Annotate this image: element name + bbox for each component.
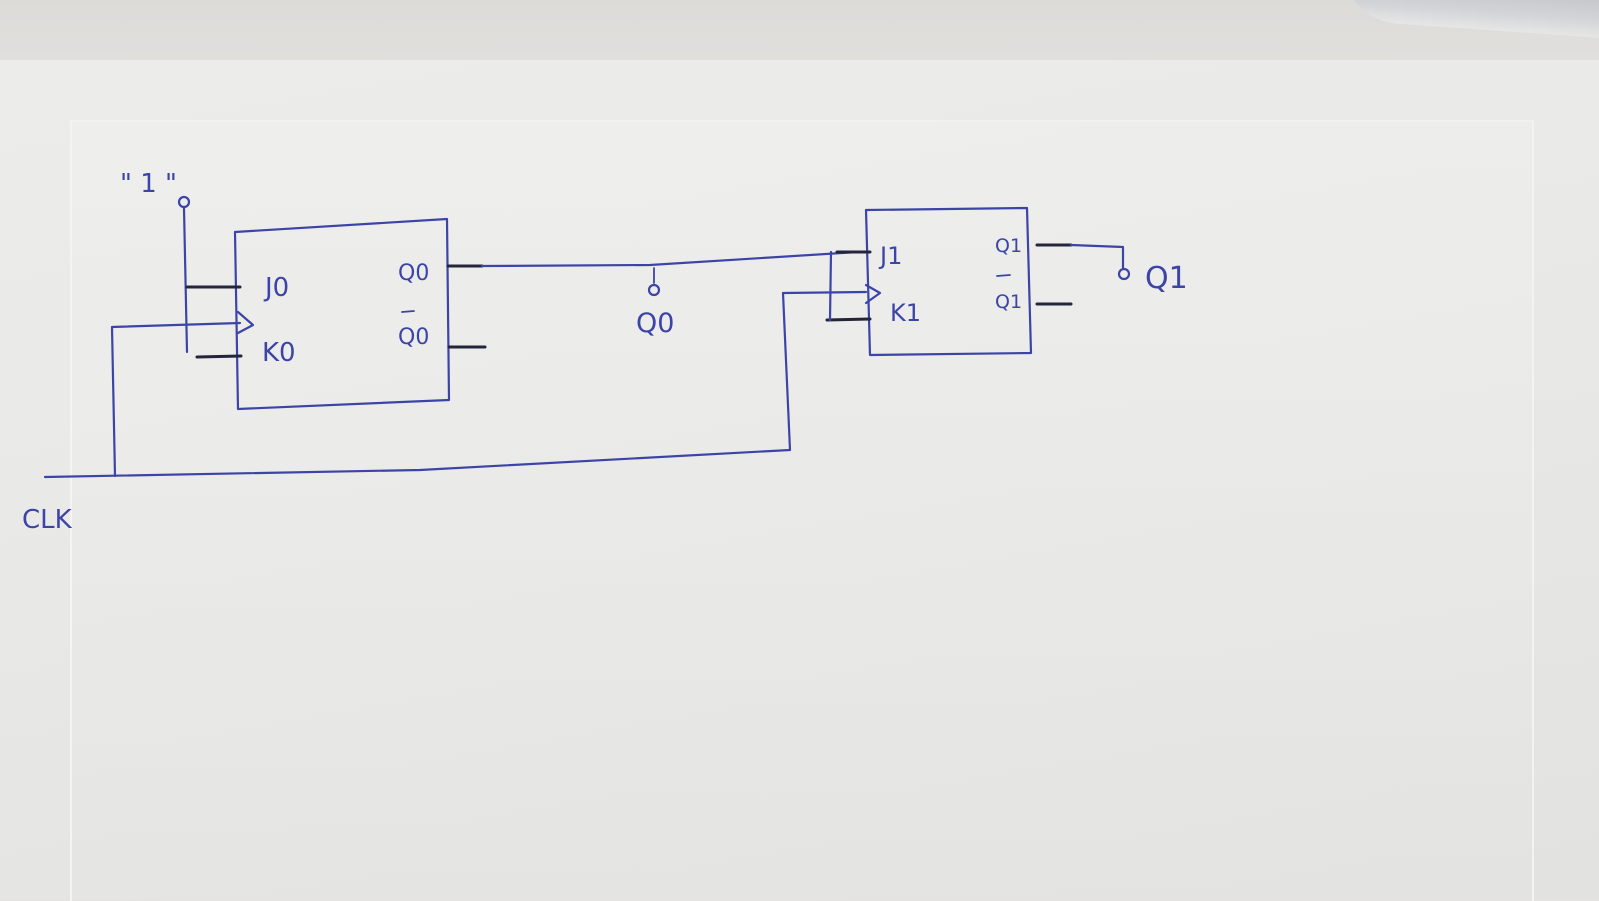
k1-pin <box>825 317 872 322</box>
k0-label: K0 <box>262 338 296 368</box>
j1-label: J1 <box>878 242 902 270</box>
q1-output-terminal <box>1117 267 1131 281</box>
constant-one-terminal <box>177 195 191 209</box>
constant-one-label: " 1 " <box>120 169 177 199</box>
q1-output-wire <box>1069 243 1125 270</box>
q0bar-overline <box>401 310 415 313</box>
flipflop-1-body <box>864 206 1033 357</box>
constant-one-wire <box>182 206 189 354</box>
q1bar-overline <box>996 274 1011 277</box>
q0-output-label: Q0 <box>636 308 674 339</box>
q0-label: Q0 <box>398 261 429 286</box>
k0-pin <box>195 354 243 359</box>
flipflop-0-body <box>233 217 451 411</box>
desk-background <box>0 0 1599 70</box>
underlying-sheet <box>70 120 1534 901</box>
q1-label: Q1 <box>995 235 1022 257</box>
flipflop-0: J0 K0 Q0 Q0 <box>185 217 487 411</box>
ff1-clock-triangle <box>864 283 882 305</box>
q0-to-j1-wire <box>480 250 860 268</box>
clk-to-ff0-wire <box>110 321 242 478</box>
flipflop-1: J1 K1 Q1 Q1 <box>825 206 1073 357</box>
clk-line <box>43 448 792 479</box>
q0bar-label: Q0 <box>398 325 429 350</box>
clk-label: CLK <box>22 505 73 535</box>
q1bar-label: Q1 <box>995 291 1022 313</box>
ff0-clock-triangle <box>236 310 255 335</box>
j1-k1-tie <box>828 250 833 322</box>
k1-label: K1 <box>890 299 921 327</box>
q0-probe-terminal <box>647 283 661 297</box>
q1-output-label: Q1 <box>1145 261 1188 296</box>
j0-label: J0 <box>263 273 289 303</box>
clk-to-ff1-wire <box>781 290 868 452</box>
